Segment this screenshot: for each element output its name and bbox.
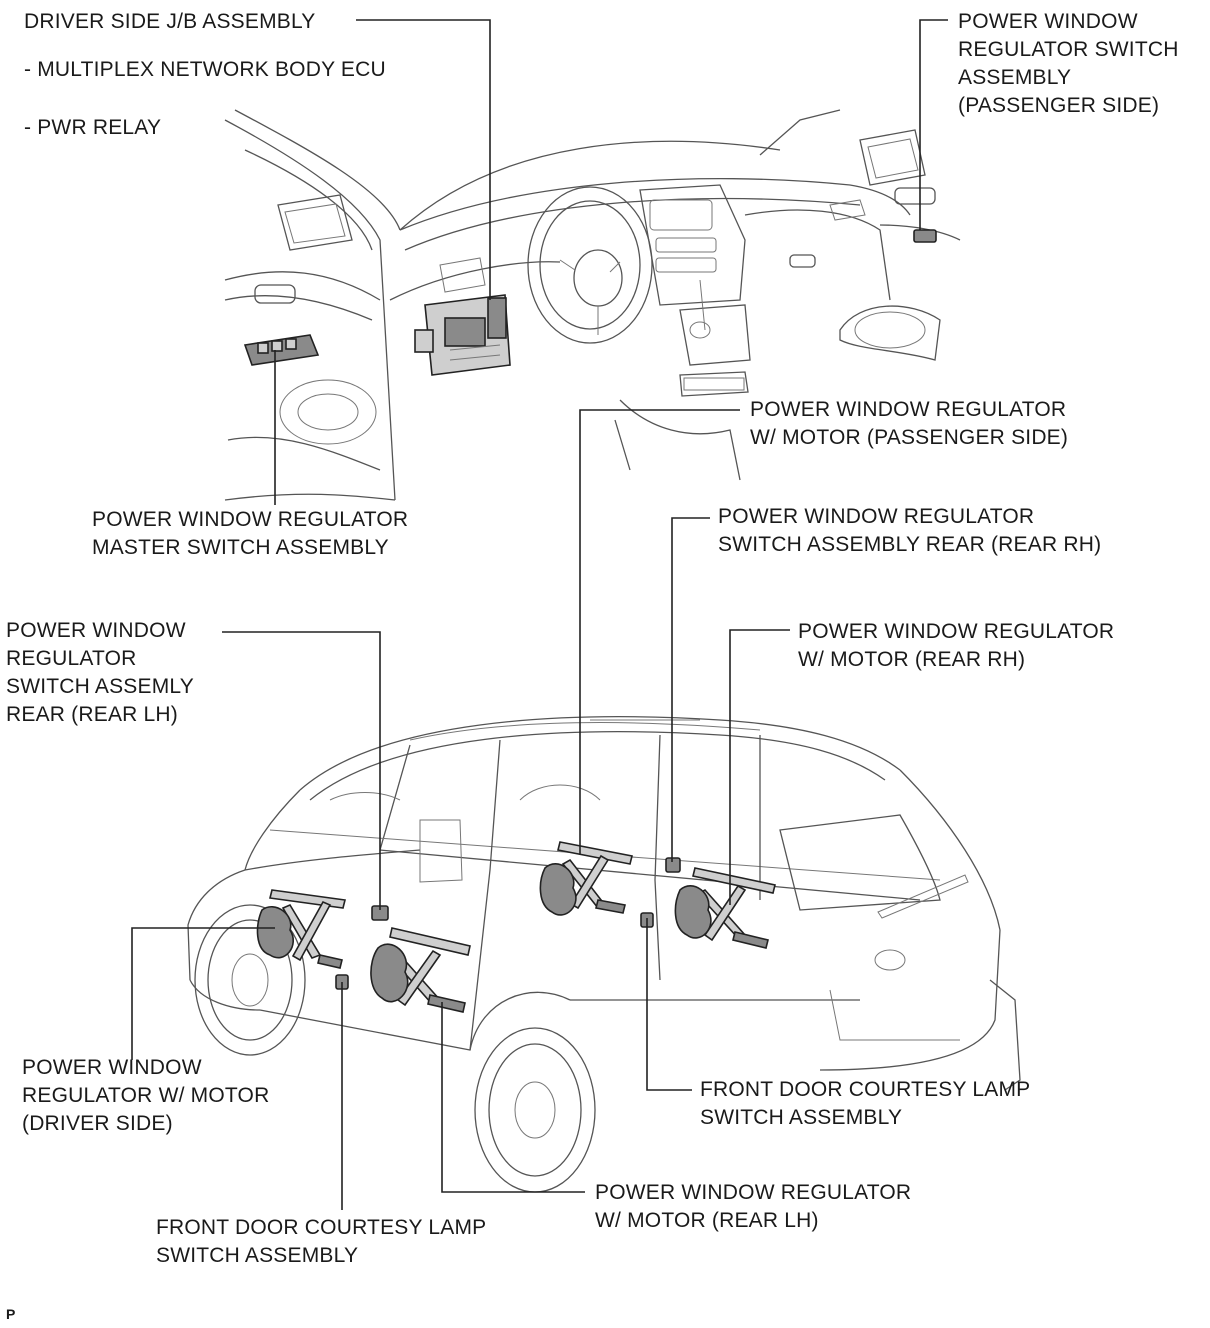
regulator-rear-rh	[674, 867, 776, 949]
label-pw-motor-rear-lh: POWER WINDOW REGULATOR W/ MOTOR (REAR LH…	[595, 1181, 912, 1232]
label-pw-motor-passenger-side: POWER WINDOW REGULATOR W/ MOTOR (PASSENG…	[750, 398, 1069, 449]
label-pwr-relay: - PWR RELAY	[24, 116, 162, 139]
label-pw-motor-driver-side: POWER WINDOW REGULATOR W/ MOTOR (DRIVER …	[22, 1056, 270, 1135]
label-pw-switch-rear-rh: POWER WINDOW REGULATOR SWITCH ASSEMBLY R…	[718, 505, 1102, 556]
label-pw-master-switch: POWER WINDOW REGULATOR MASTER SWITCH ASS…	[92, 508, 409, 559]
leader-lines	[131, 19, 948, 1210]
figure-code: P	[6, 1306, 16, 1322]
label-courtesy-lamp-switch-right: FRONT DOOR COURTESY LAMP SWITCH ASSEMBLY	[700, 1078, 1031, 1129]
label-pw-switch-passenger-side: POWER WINDOW REGULATOR SWITCH ASSEMBLY (…	[958, 10, 1179, 117]
label-pw-switch-rear-lh: POWER WINDOW REGULATOR SWITCH ASSEMLY RE…	[6, 619, 194, 726]
regulator-rear-lh	[370, 927, 471, 1013]
label-pw-motor-rear-rh: POWER WINDOW REGULATOR W/ MOTOR (REAR RH…	[798, 620, 1115, 671]
label-multiplex-network-body-ecu: - MULTIPLEX NETWORK BODY ECU	[24, 58, 386, 81]
switch-rear-rh	[665, 857, 681, 873]
regulator-passenger	[539, 841, 633, 916]
interior-illustration	[224, 109, 961, 501]
regulator-driver	[256, 889, 346, 969]
label-courtesy-lamp-switch-left: FRONT DOOR COURTESY LAMP SWITCH ASSEMBLY	[156, 1216, 487, 1267]
label-driver-side-jb-assembly: DRIVER SIDE J/B ASSEMBLY	[24, 10, 316, 33]
